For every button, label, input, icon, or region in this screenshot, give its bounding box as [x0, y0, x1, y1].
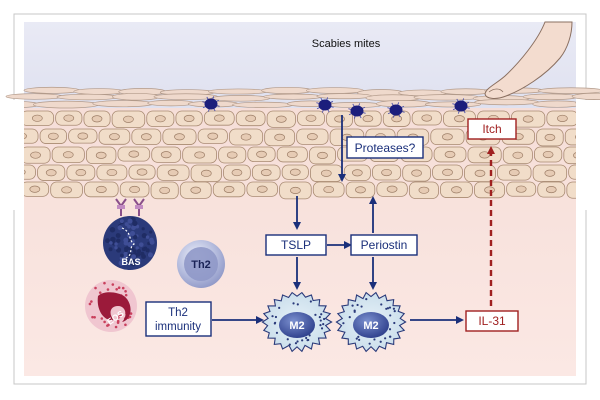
basophil-icon: BAS — [103, 198, 157, 270]
tslp-box — [265, 234, 327, 256]
periostin-box — [350, 234, 418, 256]
periostin-label: Periostin — [361, 238, 408, 252]
itch-label: Itch — [482, 122, 501, 136]
keratinocyte-layer — [0, 100, 600, 210]
m2-right-label: M2 — [363, 320, 378, 332]
mite-icon — [348, 103, 366, 119]
itch-box — [467, 118, 517, 140]
il31-label: IL-31 — [478, 314, 506, 328]
mites-group — [202, 96, 470, 119]
proteases-box — [346, 136, 424, 159]
diagram-canvas: Scabies mites Proteases? Itch TSLP Perio… — [0, 21, 600, 376]
pathway-arrows — [212, 115, 464, 324]
mite-icon — [202, 96, 220, 112]
bas-label: BAS — [121, 257, 140, 267]
scabies-mites-label: Scabies mites — [312, 38, 381, 50]
macrophage-icon-left: M2 — [261, 291, 333, 353]
macrophage-icon-right: M2 — [335, 291, 407, 353]
mite-icon — [316, 97, 334, 113]
mite-icon — [452, 98, 470, 114]
th2-cell-icon: Th2 — [177, 240, 225, 288]
th2-immunity-box — [145, 301, 212, 337]
il31-box — [465, 310, 519, 332]
stratum-corneum — [0, 86, 600, 109]
th2-immunity-label-line2: immunity — [155, 321, 201, 333]
eosinophil-icon: EOS — [85, 280, 137, 332]
tslp-label: TSLP — [281, 238, 311, 252]
th2-immunity-label-line1: Th2 — [168, 307, 188, 319]
proteases-label: Proteases? — [355, 141, 416, 155]
finger-icon — [484, 21, 573, 99]
m2-left-label: M2 — [289, 320, 304, 332]
th2-cell-label: Th2 — [191, 259, 211, 271]
mite-icon — [387, 102, 405, 118]
